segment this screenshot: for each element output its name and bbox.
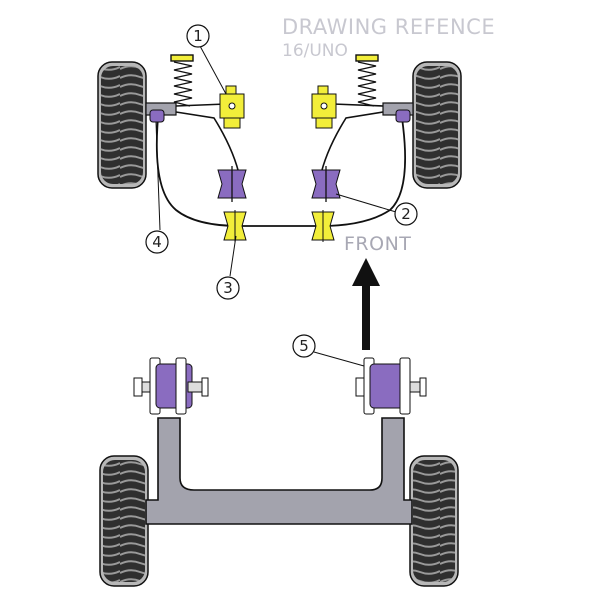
front-axle: [97, 54, 462, 242]
front-right-arb-bush: [311, 210, 335, 242]
front-label: FRONT: [344, 233, 411, 255]
front-left-droplink-bush: [149, 109, 165, 123]
front-left-wishbone-rear-bush: [217, 166, 247, 202]
front-right-wishbone-rear-bush: [311, 166, 341, 202]
diagram-subtitle: 16/UNO: [282, 41, 348, 61]
callout-4-label: 4: [152, 233, 162, 251]
callout-1-label: 1: [193, 27, 203, 45]
front-direction-arrow: [352, 258, 380, 350]
front-right-wishbone-bush: [311, 85, 337, 129]
callout-2: 2: [335, 193, 418, 226]
front-left-arb-bush: [223, 210, 247, 242]
front-right-spring: [355, 54, 379, 107]
front-left-wheel: [97, 61, 147, 189]
callout-3-label: 3: [223, 279, 233, 297]
rear-axle: [99, 357, 459, 587]
front-right-droplink-bush: [395, 109, 411, 123]
callout-1: 1: [186, 24, 227, 95]
callout-5: 5: [292, 334, 365, 367]
front-left-wishbone-bush: [219, 85, 245, 129]
anti-roll-bar: [155, 117, 407, 227]
callout-3: 3: [216, 235, 240, 300]
rear-left-wheel: [99, 455, 149, 587]
callout-5-label: 5: [299, 337, 309, 355]
diagram-title: DRAWING REFENCE: [282, 15, 495, 39]
callout-4: 4: [145, 121, 169, 254]
rear-left-beam-bush: [133, 357, 209, 415]
rear-right-beam-bush: [355, 357, 427, 415]
front-left-spring: [170, 54, 194, 107]
rear-beam: [145, 417, 413, 525]
callout-2-label: 2: [401, 205, 411, 223]
front-right-wheel: [412, 61, 462, 189]
rear-right-wheel: [409, 455, 459, 587]
